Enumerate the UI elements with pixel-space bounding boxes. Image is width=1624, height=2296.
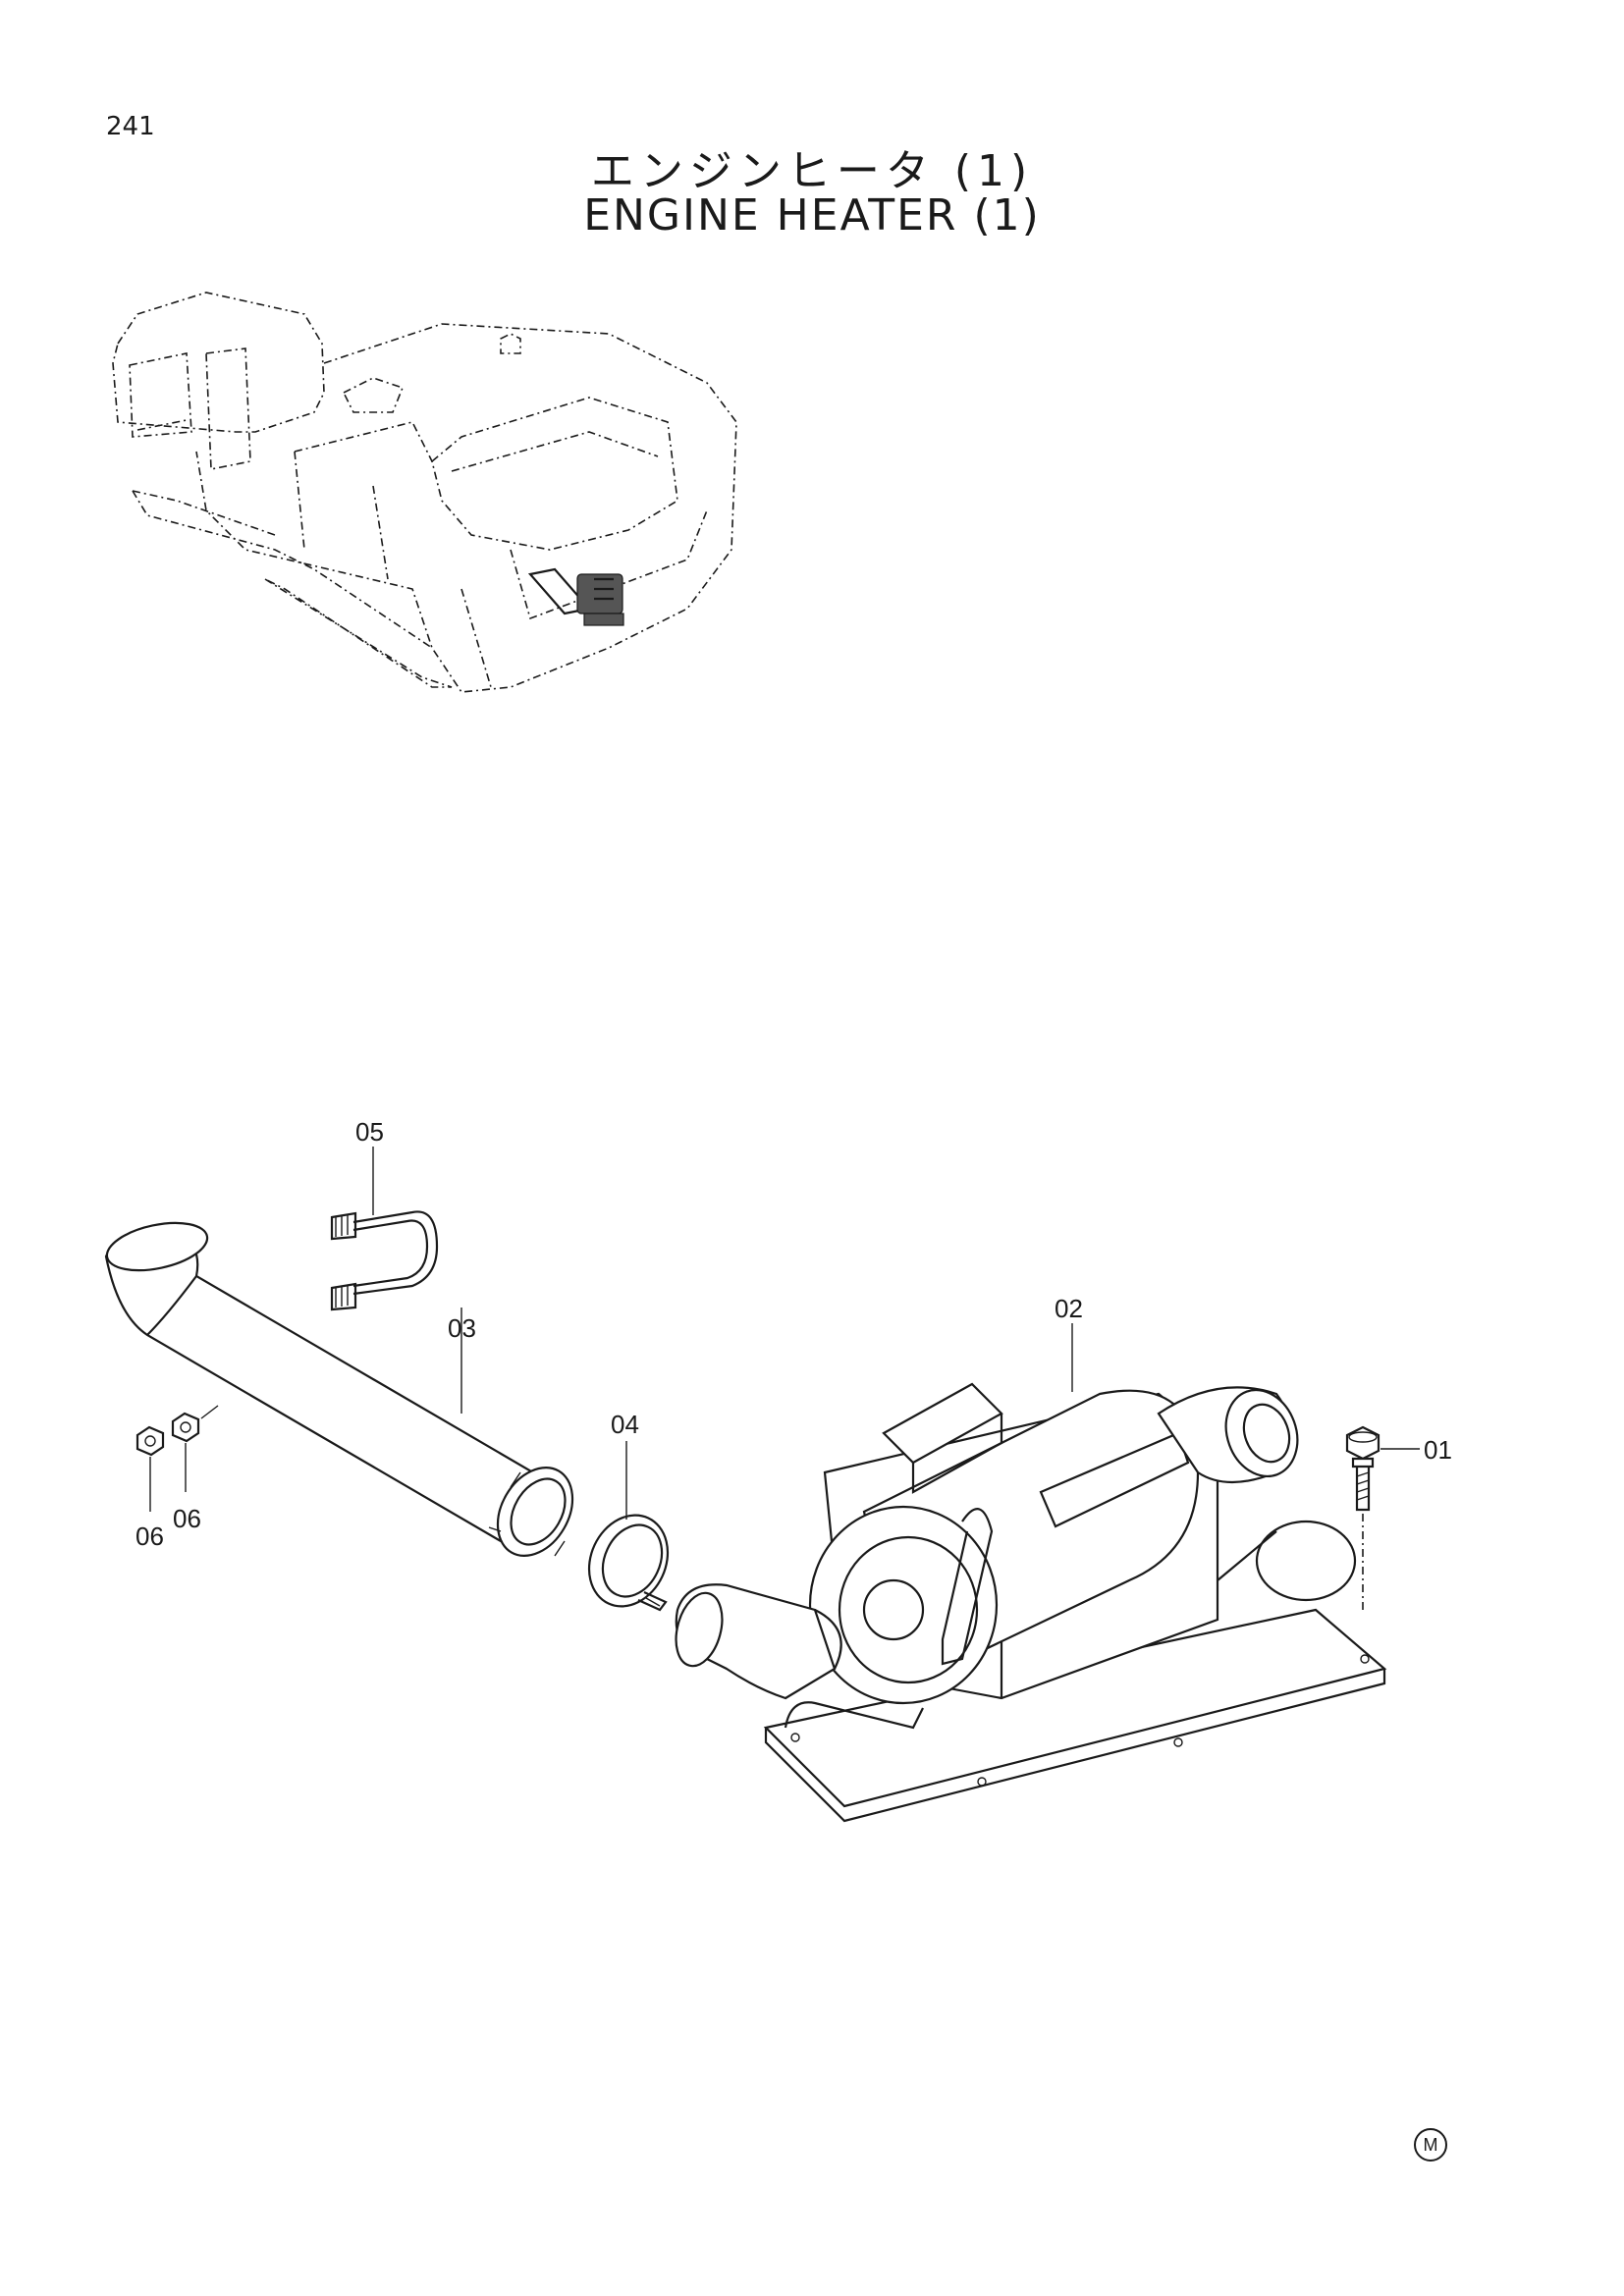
excavator-overview	[112, 292, 737, 693]
callout-06-b: 06	[135, 1522, 164, 1551]
callout-05: 05	[355, 1117, 384, 1147]
title-japanese: エンジンヒータ (1)	[590, 146, 1034, 196]
callout-02: 02	[1055, 1294, 1083, 1323]
callout-03: 03	[448, 1313, 476, 1343]
heater-location-marker	[527, 567, 624, 626]
part-02-heater-assembly	[675, 1382, 1387, 1823]
part-05-u-bolt	[330, 1210, 439, 1311]
part-06-nut-b	[171, 1412, 200, 1443]
callout-01: 01	[1424, 1435, 1452, 1465]
part-04-hose-clamp	[587, 1514, 670, 1612]
callout-04: 04	[611, 1410, 639, 1439]
manufacturer-mark: M	[1414, 2128, 1447, 2162]
callout-06-a: 06	[173, 1504, 201, 1533]
title-english: ENGINE HEATER (1)	[583, 190, 1041, 240]
part-06-nut-a	[135, 1425, 165, 1457]
page-number: 241	[106, 112, 155, 141]
part-01-bolt	[1345, 1425, 1380, 1512]
part-03-exhaust-pipe	[104, 1221, 574, 1558]
